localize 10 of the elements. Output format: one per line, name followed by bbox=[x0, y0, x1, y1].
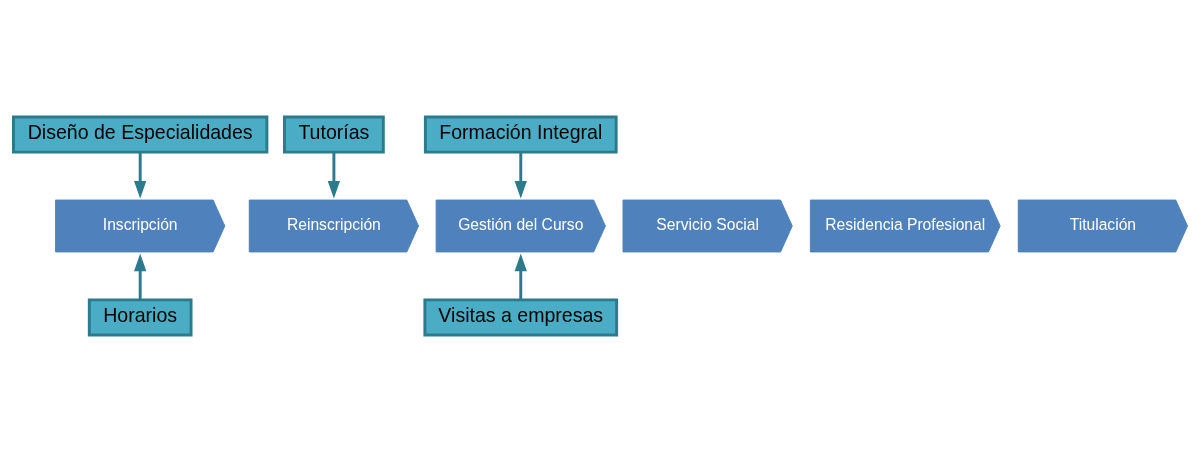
arrow bbox=[134, 253, 147, 300]
node-box: Horarios bbox=[87, 297, 193, 337]
node-box: Tutorías bbox=[283, 114, 385, 154]
arrow bbox=[134, 151, 147, 199]
node-box: Formación Integral bbox=[423, 114, 618, 154]
arrow bbox=[514, 151, 527, 199]
node-box: Diseño de Especialidades bbox=[12, 114, 269, 154]
arrow bbox=[514, 253, 527, 300]
arrow bbox=[327, 151, 341, 199]
node-box: Visitas a empresas bbox=[423, 297, 619, 337]
